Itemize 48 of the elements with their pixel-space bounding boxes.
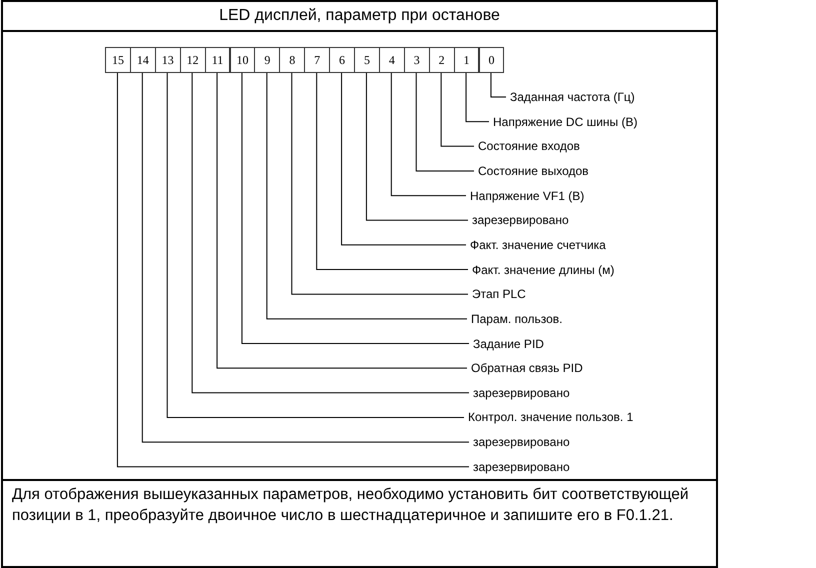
leader-line — [416, 72, 474, 172]
parameter-label: Факт. значение длины (м) — [472, 262, 614, 278]
leader-line — [440, 72, 474, 147]
bit-cell: 10 — [230, 47, 256, 73]
parameter-label: Факт. значение счетчика — [470, 236, 606, 253]
parameter-label: Напряжение DC шины (В) — [493, 114, 638, 130]
bit-cell: 7 — [304, 47, 330, 73]
leader-line — [366, 72, 468, 221]
parameter-label: Задание PID — [473, 336, 544, 352]
leader-line — [466, 72, 490, 122]
bit-cell: 15 — [105, 47, 131, 73]
parameter-label: Состояние выходов — [478, 162, 589, 179]
parameter-label: Этап PLC — [472, 286, 526, 302]
bit-cell: 1 — [454, 47, 480, 73]
leader-line — [341, 72, 466, 246]
bit-cell: 9 — [254, 47, 280, 73]
parameter-label: Заданная частота (Гц) — [510, 89, 635, 105]
parameter-label: Напряжение VF1 (В) — [470, 188, 584, 204]
leader-line — [490, 72, 506, 98]
leader-line — [216, 72, 468, 369]
caption: Для отображения вышеуказанных параметров, необходимо установить бит соответствующей позиции в 1, преобразуйте двоичное число в шестнадцатеричное и запишите его в F0.1.21. — [12, 485, 690, 526]
parameter-label: зарезервировано — [473, 384, 570, 401]
leader-line — [266, 72, 468, 320]
bit-cell: 13 — [154, 47, 181, 73]
parameter-label: Обратная связь PID — [471, 360, 583, 376]
leader-line — [166, 72, 464, 418]
bit-cell: 0 — [478, 47, 504, 73]
parameter-label: Парам. пользов. — [471, 310, 562, 327]
bit-cell: 4 — [378, 47, 405, 73]
parameter-label: зарезервировано — [473, 458, 570, 475]
bit-cell: 3 — [404, 47, 430, 73]
leader-line — [291, 72, 468, 295]
bit-cell: 11 — [204, 47, 230, 73]
parameter-label: Состояние входов — [478, 138, 580, 154]
leader-line — [316, 72, 468, 270]
bit-cell: 12 — [180, 47, 206, 73]
bit-cell: 6 — [329, 47, 355, 73]
bit-cell: 5 — [354, 47, 380, 73]
leader-line — [390, 72, 466, 196]
bit-cell: 2 — [428, 47, 455, 73]
leader-line — [241, 72, 470, 344]
bit-cell: 8 — [279, 47, 306, 73]
parameter-label: зарезервировано — [472, 212, 569, 228]
leader-line — [192, 72, 470, 394]
bit-cell: 14 — [130, 47, 156, 73]
title: LED дисплей, параметр при останове — [218, 6, 501, 26]
parameter-label: зарезервировано — [473, 434, 570, 450]
parameter-label: Контрол. значение пользов. 1 — [468, 409, 634, 426]
